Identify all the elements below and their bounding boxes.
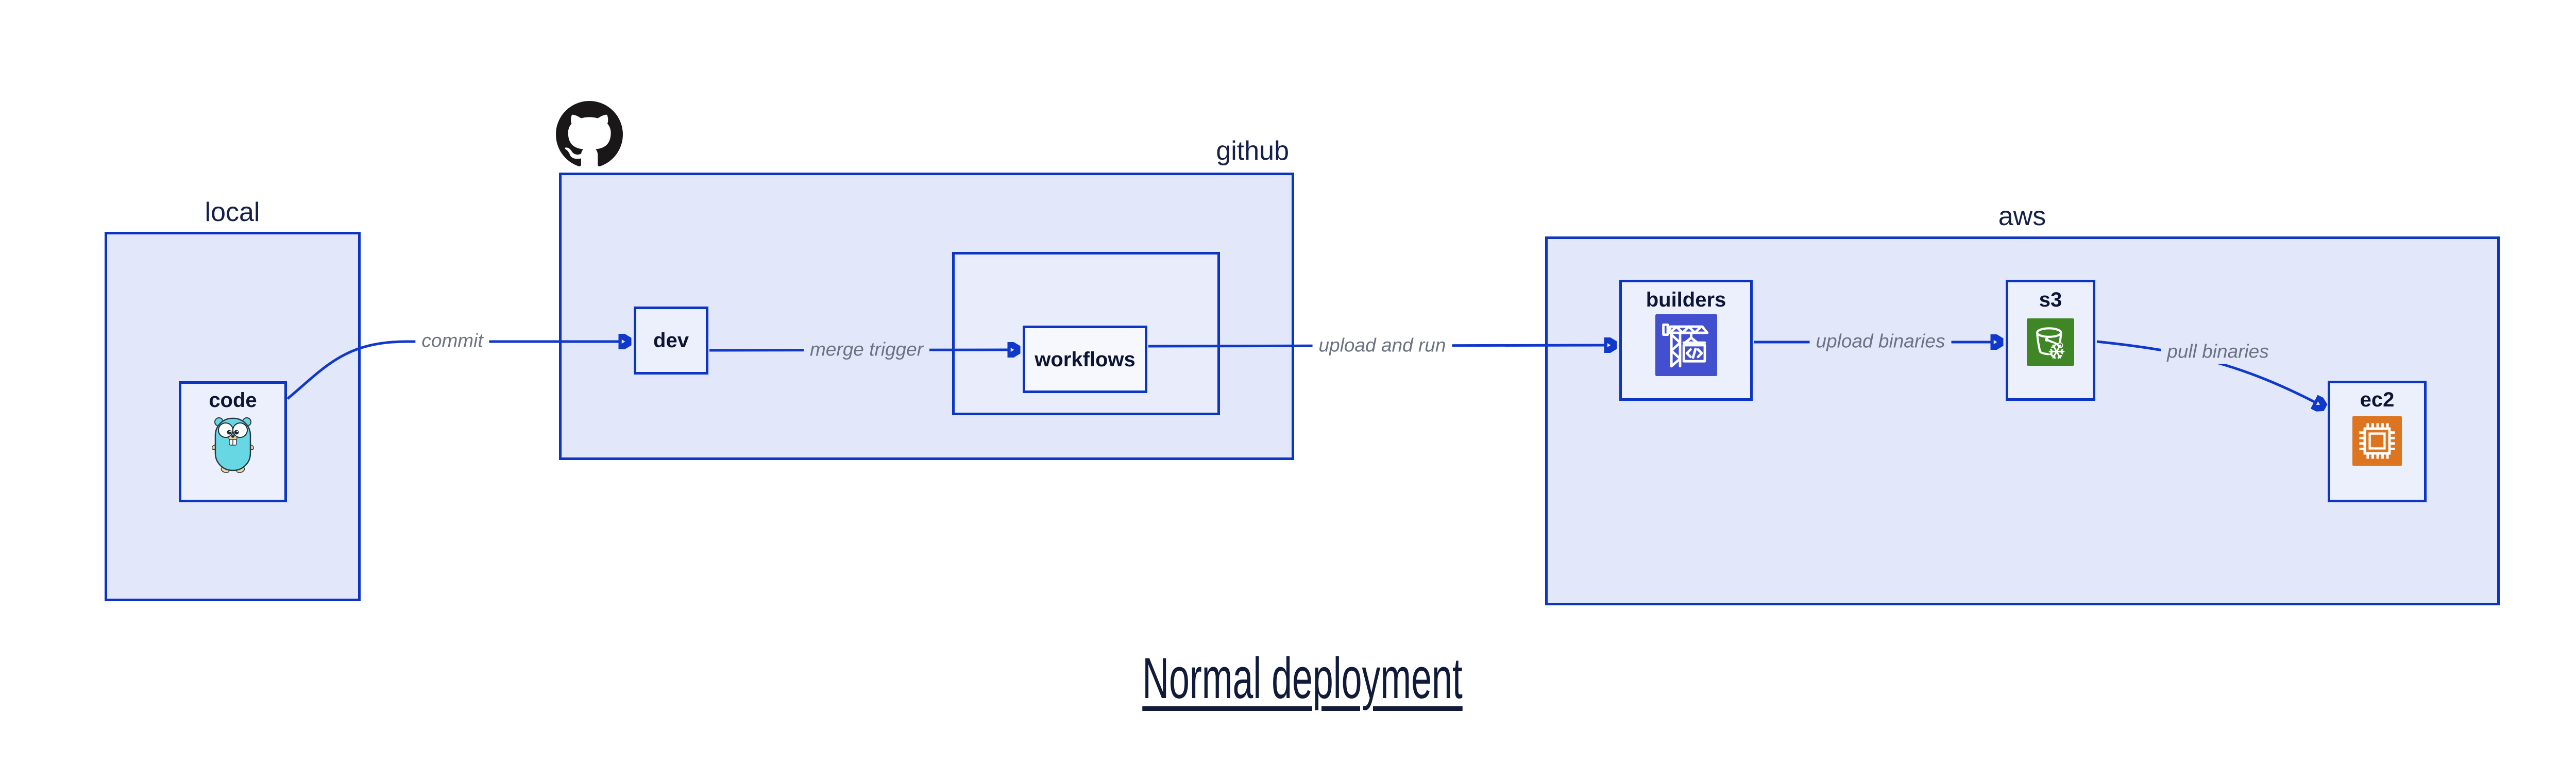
edge-label-upload-and-run: upload and run [1312,333,1452,358]
s3-node-label: s3 [2039,288,2062,311]
builders-node-label: builders [1646,288,1726,311]
node-s3: s3 [2006,280,2095,401]
diagram-title: Normal deployment [1142,646,1463,710]
edge-label-commit: commit [415,329,489,353]
edge-label-pull-binaries: pull binaries [2161,339,2275,364]
github-octocat-icon [556,101,623,166]
codebuild-crane-icon [1655,314,1717,376]
s3-bucket-snowflake-icon [2027,318,2074,366]
go-gopher-icon [212,417,254,473]
node-code: code [179,381,287,502]
ec2-node-label: ec2 [2360,388,2395,411]
node-builders: builders [1619,280,1753,401]
code-node-label: code [209,389,257,412]
edge-label-merge-trigger: merge trigger [803,337,930,362]
node-dev: dev [634,307,708,375]
node-workflows: workflows [1023,326,1147,393]
ec2-chip-icon [2352,416,2402,466]
edge-label-upload-binaries: upload binaries [1809,329,1952,354]
dev-node-label: dev [653,329,689,352]
local-container-label: local [205,197,260,227]
aws-container-label: aws [1998,201,2046,231]
node-ec2: ec2 [2328,381,2427,502]
github-container-label: github [1216,136,1289,166]
workflows-node-label: workflows [1035,348,1136,371]
